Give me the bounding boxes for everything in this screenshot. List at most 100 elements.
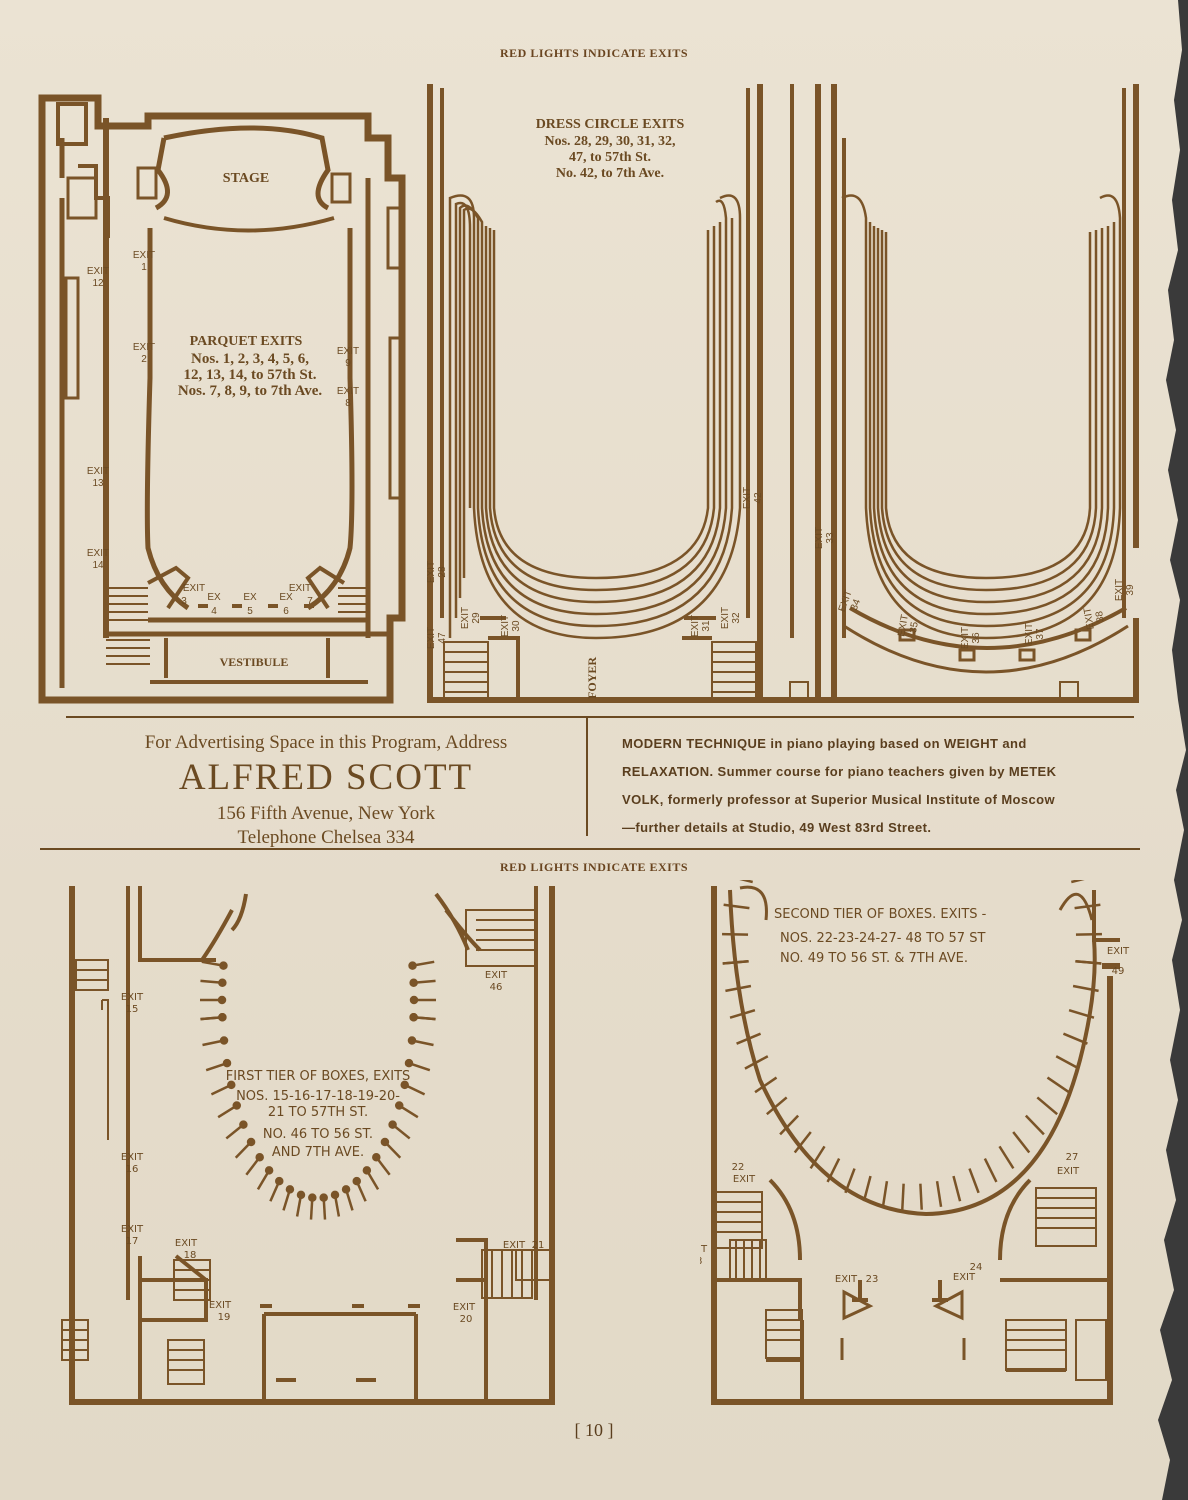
box-partition xyxy=(1062,1032,1088,1045)
exit-37-num: 37 xyxy=(1035,628,1046,640)
box-partition xyxy=(739,880,753,884)
first-tier-line3: NO. 46 TO 56 ST. xyxy=(263,1127,373,1142)
exit-32-num: 32 xyxy=(731,612,742,624)
box-partition xyxy=(779,1114,800,1136)
top-header: RED LIGHTS INDICATE EXITS xyxy=(500,46,688,60)
advert-block: For Advertising Space in this Program, A… xyxy=(66,728,586,849)
vestibule-label: VESTIBULE xyxy=(220,655,289,669)
box-partition xyxy=(725,984,752,993)
box-partition xyxy=(968,1168,980,1194)
exit-2-num: 2 xyxy=(141,354,147,365)
exit-47-word: EXIT xyxy=(426,627,437,649)
exit-32-word: EXIT xyxy=(720,607,731,629)
exit-49-word: EXIT xyxy=(1107,946,1130,957)
exit-27-num: 27 xyxy=(1066,1152,1079,1163)
exit-39-word: EXIT xyxy=(1114,579,1125,601)
rule-bottom xyxy=(40,848,1140,850)
box-partition xyxy=(1046,1076,1070,1094)
exit-3-word: EXIT xyxy=(183,583,205,594)
exit-5-word: EX xyxy=(243,592,257,603)
exit-15-num: 15 xyxy=(126,1004,139,1015)
exit-33-num: 33 xyxy=(825,532,836,544)
box-partition xyxy=(729,1009,756,1019)
exit-1-num: 1 xyxy=(141,262,147,273)
exit-16-word: EXIT xyxy=(121,1152,144,1163)
exit-7-num: 7 xyxy=(307,596,313,607)
box-marker xyxy=(239,1120,248,1129)
exit-48-num: 48 xyxy=(700,1256,702,1267)
box-partition xyxy=(983,1158,998,1183)
parquet-line1: Nos. 1, 2, 3, 4, 5, 6, xyxy=(191,351,309,367)
exit-8-word: EXIT xyxy=(337,386,359,397)
box-marker xyxy=(407,1036,417,1045)
box-marker xyxy=(222,1058,232,1068)
mid-header: RED LIGHTS INDICATE EXITS xyxy=(500,860,688,874)
exit-29-word: EXIT xyxy=(460,607,471,629)
box-partition xyxy=(766,1096,788,1116)
advert-phone: Telephone Chelsea 334 xyxy=(237,827,415,848)
box-partition xyxy=(809,1145,826,1170)
box-partition xyxy=(935,1180,943,1208)
box-partition xyxy=(744,1055,769,1070)
exit-19-word: EXIT xyxy=(209,1300,232,1311)
box-partition xyxy=(919,1183,923,1210)
exit-22-word: EXIT xyxy=(733,1174,756,1185)
exit-6-num: 6 xyxy=(283,606,289,617)
advert-address: 156 Fifth Avenue, New York xyxy=(216,803,436,824)
exit-7-word: EXIT xyxy=(289,583,311,594)
exit-42-word: EXIT xyxy=(742,487,753,509)
exit-27-word: EXIT xyxy=(1057,1166,1080,1177)
exit-31-word: EXIT xyxy=(690,615,701,637)
exit-30-num: 30 xyxy=(511,620,522,632)
exit-46-word: EXIT xyxy=(485,970,508,981)
exit-23-word: EXIT xyxy=(835,1274,858,1285)
dress-line2: 47, to 57th St. xyxy=(569,150,651,165)
exit-20-num: 20 xyxy=(460,1314,473,1325)
box-marker xyxy=(372,1153,381,1162)
second-tier-title: SECOND TIER OF BOXES. EXITS - xyxy=(774,907,987,922)
rule-top xyxy=(66,716,1134,718)
box-marker xyxy=(330,1190,340,1200)
box-marker xyxy=(232,1101,242,1110)
exit-46-num: 46 xyxy=(490,982,503,993)
box-partition xyxy=(1075,960,1102,965)
advert-name: ALFRED SCOTT xyxy=(178,757,474,798)
piano-notice: MODERN TECHNIQUE in piano playing based … xyxy=(622,730,1142,842)
torn-edge xyxy=(1158,0,1188,1500)
box-partition xyxy=(1024,1114,1045,1136)
box-marker xyxy=(217,995,227,1005)
dress-line3: No. 42, to 7th Ave. xyxy=(556,166,664,181)
box-partition xyxy=(901,1183,905,1210)
box-partition xyxy=(1072,984,1099,993)
exit-8-num: 8 xyxy=(345,398,351,409)
box-marker xyxy=(409,995,419,1005)
box-partition xyxy=(881,1180,889,1208)
second-tier-line2: NO. 49 TO 56 ST. & 7TH AVE. xyxy=(780,951,968,966)
exit-29-num: 29 xyxy=(471,612,482,624)
exit-24-word: EXIT xyxy=(953,1272,976,1283)
exit-14-num: 14 xyxy=(92,560,104,571)
box-marker xyxy=(362,1166,372,1175)
box-marker xyxy=(400,1080,409,1090)
second-tier-line1: NOS. 22-23-24-27- 48 TO 57 ST xyxy=(780,931,985,946)
notice-line2: RELAXATION. Summer course for piano teac… xyxy=(622,764,1057,779)
exit-28-word: EXIT xyxy=(426,561,437,583)
exit-20-word: EXIT xyxy=(453,1302,476,1313)
box-partition xyxy=(952,1175,962,1202)
notice-line4: —further details at Studio, 49 West 83rd… xyxy=(622,820,932,835)
exit-9-word: EXIT xyxy=(337,346,359,357)
exit-21-num: 21 xyxy=(532,1240,545,1251)
exit-35-word: EXIT xyxy=(896,614,911,638)
exit-3-num: 3 xyxy=(181,596,187,607)
box-marker xyxy=(319,1193,328,1202)
box-partition xyxy=(862,1175,872,1202)
box-marker xyxy=(255,1153,264,1162)
first-tier-title: FIRST TIER OF BOXES, EXITS xyxy=(226,1069,411,1084)
box-partition xyxy=(793,1131,812,1154)
exit-12-word: EXIT xyxy=(87,266,109,277)
rule-divider xyxy=(586,718,588,836)
box-marker xyxy=(394,1101,404,1110)
box-marker xyxy=(409,1013,418,1022)
exit-14-word: EXIT xyxy=(87,548,109,559)
